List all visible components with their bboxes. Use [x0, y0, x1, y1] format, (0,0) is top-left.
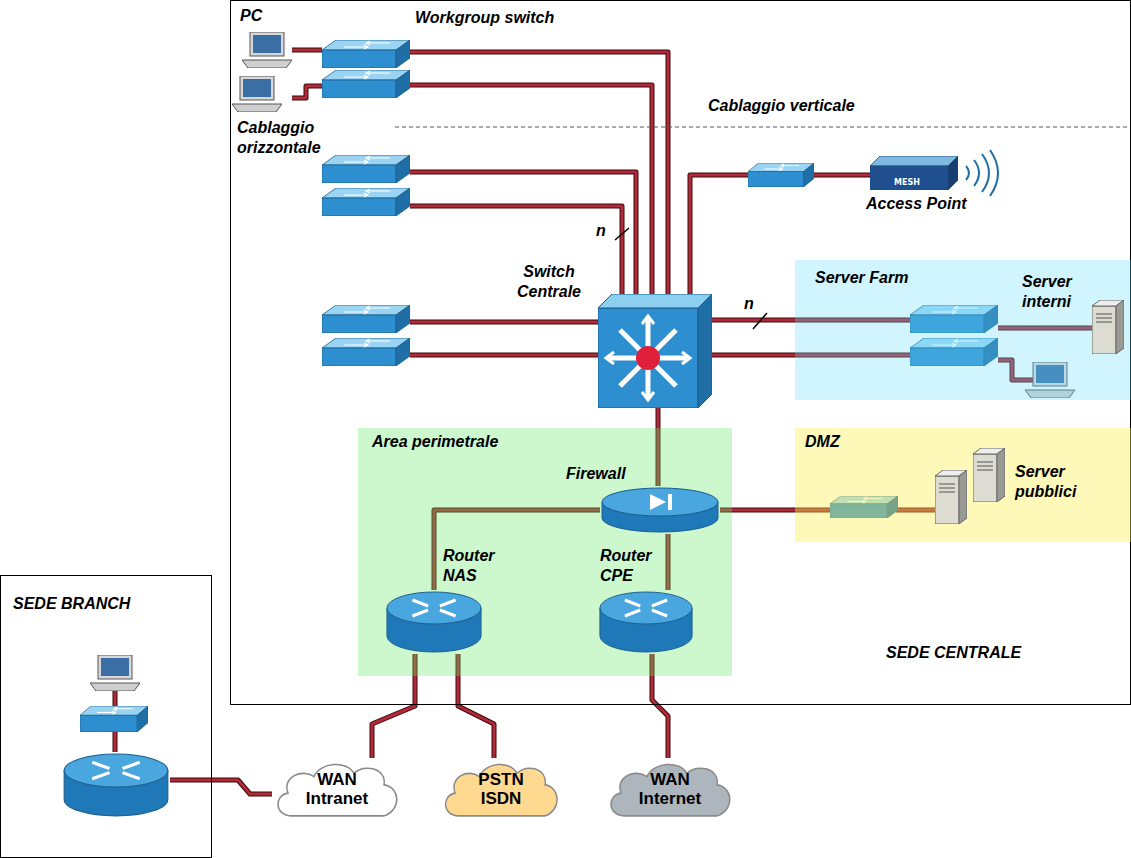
label-holder: WAN Intranet	[272, 758, 402, 820]
label-text: n	[596, 222, 606, 239]
label-holder: Server interni	[1022, 272, 1086, 312]
pc-node: PC	[232, 32, 292, 112]
label-holder: Firewall	[566, 464, 626, 484]
link-core	[212, 780, 272, 794]
label-text: SEDE BRANCH	[13, 595, 130, 612]
label-text: Switch Centrale	[505, 262, 593, 302]
switch-icon	[322, 305, 410, 333]
label-holder: WAN Internet	[605, 758, 735, 820]
label-text: PC	[240, 7, 262, 24]
label-holder: n	[596, 221, 606, 241]
router: Router CPE	[598, 590, 694, 654]
device-icon	[935, 448, 1007, 532]
label-holder: Server pubblici	[1015, 462, 1095, 502]
dashed-divider	[395, 127, 1128, 128]
label-text: Server Farm	[815, 269, 908, 286]
cloud-label: WAN Intranet	[295, 770, 379, 808]
label-text: Router NAS	[443, 546, 509, 586]
label-holder: PC	[240, 6, 262, 26]
switch-icon	[80, 706, 148, 732]
server-node: Server pubblici	[935, 448, 1007, 532]
cloud-outline	[278, 764, 397, 815]
label-text: DMZ	[805, 433, 840, 450]
perimeter-zone: Area perimetraleFirewallRouter NASRouter…	[358, 428, 732, 676]
label-text: n	[744, 295, 754, 312]
switch-icon	[748, 163, 814, 187]
network-cloud: PSTN ISDN	[440, 758, 562, 820]
site-region: SEDE CENTRALE Area perimetraleFirewallRou…	[230, 0, 1131, 705]
switch-icon	[322, 338, 410, 366]
link-outline	[212, 780, 272, 794]
device-icon	[1092, 300, 1124, 354]
router: Router NAS	[385, 590, 483, 654]
label-text: Workgroup switch	[415, 9, 554, 26]
link-outline	[292, 50, 322, 98]
label-holder: Router NAS	[443, 546, 509, 586]
label-text: Area perimetrale	[372, 433, 498, 450]
access-point: MESHAccess Point	[870, 156, 958, 190]
network-link	[212, 780, 272, 794]
label-text: Cablaggio orizzontale	[237, 118, 347, 158]
workgroup-switch: Workgroup switch	[322, 40, 410, 100]
link-core	[292, 50, 322, 98]
dmz-zone: DMZ Server pubblici	[795, 428, 1131, 542]
switch-icon	[322, 188, 410, 216]
device-icon	[385, 590, 483, 654]
device-icon	[598, 294, 712, 408]
label-holder: Server Farm	[815, 268, 908, 288]
pc-icon	[90, 655, 140, 691]
label-holder: Area perimetrale	[372, 432, 498, 452]
cloud-outline	[611, 764, 730, 815]
label-text: Cablaggio verticale	[708, 97, 855, 114]
wireless-waves	[966, 150, 998, 196]
label-text: Server interni	[1022, 272, 1086, 312]
core-switch: Switch Centrale	[598, 294, 712, 408]
label-holder: Router CPE	[600, 546, 660, 586]
network-cloud: WAN Intranet	[272, 758, 402, 820]
label-text: Router CPE	[600, 546, 660, 586]
cloud-label: PSTN ISDN	[459, 770, 543, 808]
network-cloud: WAN Internet	[605, 758, 735, 820]
label-holder: Access Point	[866, 194, 966, 214]
label-holder: DMZ	[805, 432, 840, 452]
label-holder: Cablaggio verticale	[708, 96, 855, 116]
firewall: Firewall	[600, 486, 720, 534]
device-icon	[600, 486, 720, 534]
label-holder: Cablaggio orizzontale	[237, 118, 347, 158]
device-icon	[322, 40, 410, 100]
router-icon	[64, 754, 168, 816]
label-text: SEDE CENTRALE	[886, 644, 1021, 661]
label-text: Firewall	[566, 465, 626, 482]
label-holder: MESH	[894, 171, 920, 189]
server-farm-zone: Server FarmServer interni	[795, 260, 1131, 400]
label-holder: Workgroup switch	[415, 8, 554, 28]
branch-region: SEDE BRANCH	[0, 575, 212, 858]
server-node: Server interni	[1092, 300, 1124, 354]
label-holder: SEDE CENTRALE	[886, 643, 1021, 663]
device-icon	[598, 590, 694, 654]
network-link	[712, 320, 795, 355]
label-text: Server pubblici	[1015, 462, 1095, 502]
cloud-outline	[446, 764, 557, 815]
link-outline	[712, 320, 795, 355]
label-holder: Switch Centrale	[505, 262, 593, 302]
label-holder: PSTN ISDN	[440, 758, 562, 820]
cloud-label: WAN Internet	[628, 770, 712, 808]
link-core	[712, 320, 795, 355]
switch-icon	[322, 155, 410, 183]
network-link	[292, 50, 322, 98]
device-icon	[232, 32, 292, 112]
label-text: MESH	[894, 178, 920, 187]
label-holder: n	[744, 294, 754, 314]
label-holder: SEDE BRANCH	[13, 594, 130, 614]
label-text: Access Point	[866, 195, 966, 212]
